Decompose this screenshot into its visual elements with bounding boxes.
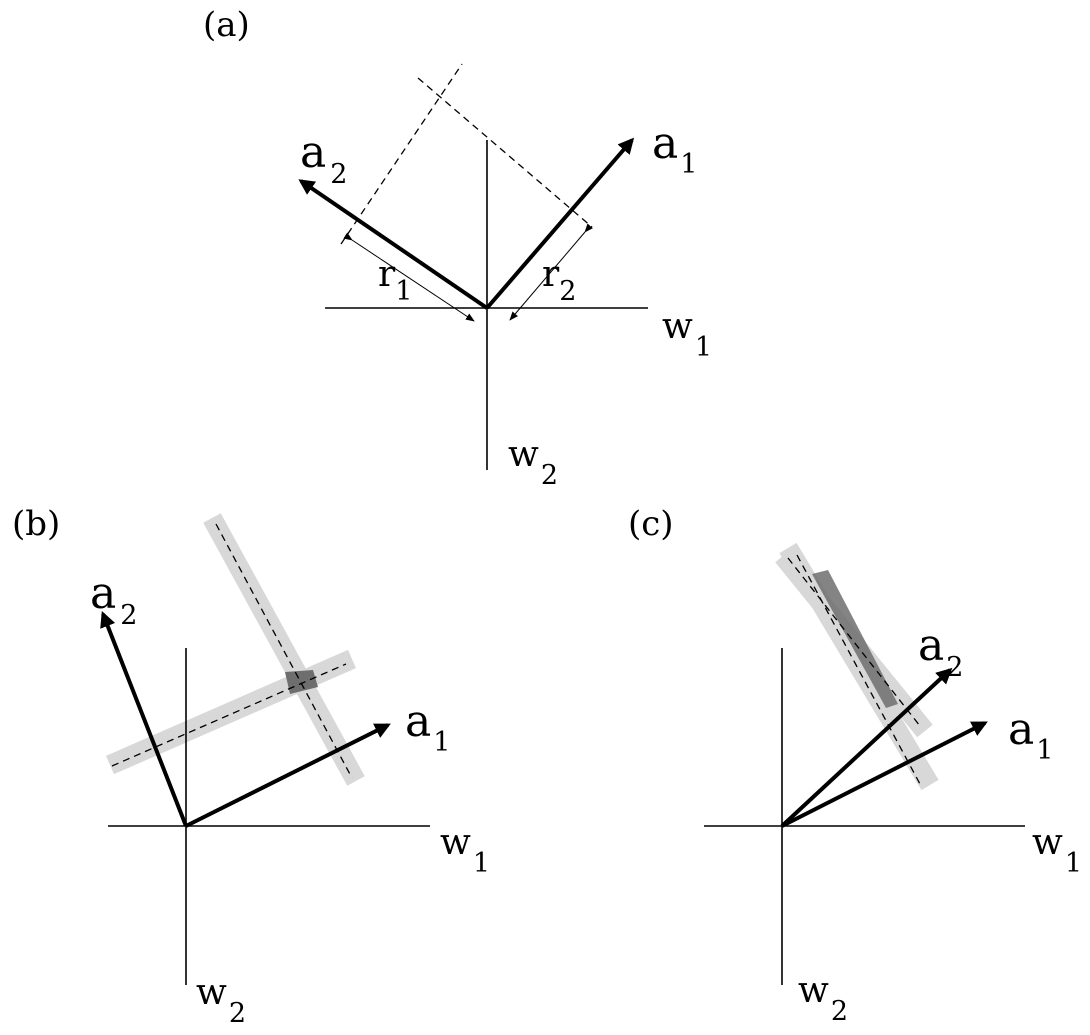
panel-a-label: (a) xyxy=(203,5,250,45)
panel-a-r2-dimension xyxy=(509,223,593,321)
panel-c-label: (c) xyxy=(628,504,674,544)
panel-c-vector-a2 xyxy=(780,667,953,828)
panel-b-vector-a2 xyxy=(100,611,188,827)
panel-c-dashed-line-1 xyxy=(796,554,921,785)
panel-a-w2-label: w2 xyxy=(508,434,558,491)
panel-c-w1-label: w1 xyxy=(1032,822,1082,879)
panel-a-dashed-line-2 xyxy=(417,77,593,228)
panel-c: (c) a1 a2 w1 w2 xyxy=(628,504,1082,1027)
panel-c-a2-label: a2 xyxy=(918,620,963,683)
panel-b-vector-a1 xyxy=(185,723,391,828)
panel-a-a1-label: a1 xyxy=(652,118,697,180)
panel-a-r1-dimension xyxy=(343,232,475,322)
panel-c-intersection xyxy=(812,570,898,708)
panel-a-vector-a2 xyxy=(298,179,489,310)
panel-c-w2-label: w2 xyxy=(798,970,848,1027)
panel-b-dashed-line-2 xyxy=(111,663,347,767)
panel-a-dashed-line-1 xyxy=(340,63,463,245)
panel-b-w1-label: w1 xyxy=(440,822,490,879)
panel-a-vector-a1 xyxy=(485,137,635,310)
panel-b-a1-label: a1 xyxy=(405,696,450,758)
panel-b-label: (b) xyxy=(12,504,60,544)
panel-b-intersection xyxy=(285,670,318,694)
panel-a-w1-label: w1 xyxy=(662,306,712,363)
panel-b-dashed-line-1 xyxy=(215,523,353,779)
panel-a-r2-label: r2 xyxy=(542,254,576,307)
panel-a-r1-label: r1 xyxy=(378,254,412,307)
panel-c-a1-label: a1 xyxy=(1008,704,1053,766)
panel-b-w2-label: w2 xyxy=(196,972,246,1029)
panel-c-vector-a1 xyxy=(781,721,988,828)
